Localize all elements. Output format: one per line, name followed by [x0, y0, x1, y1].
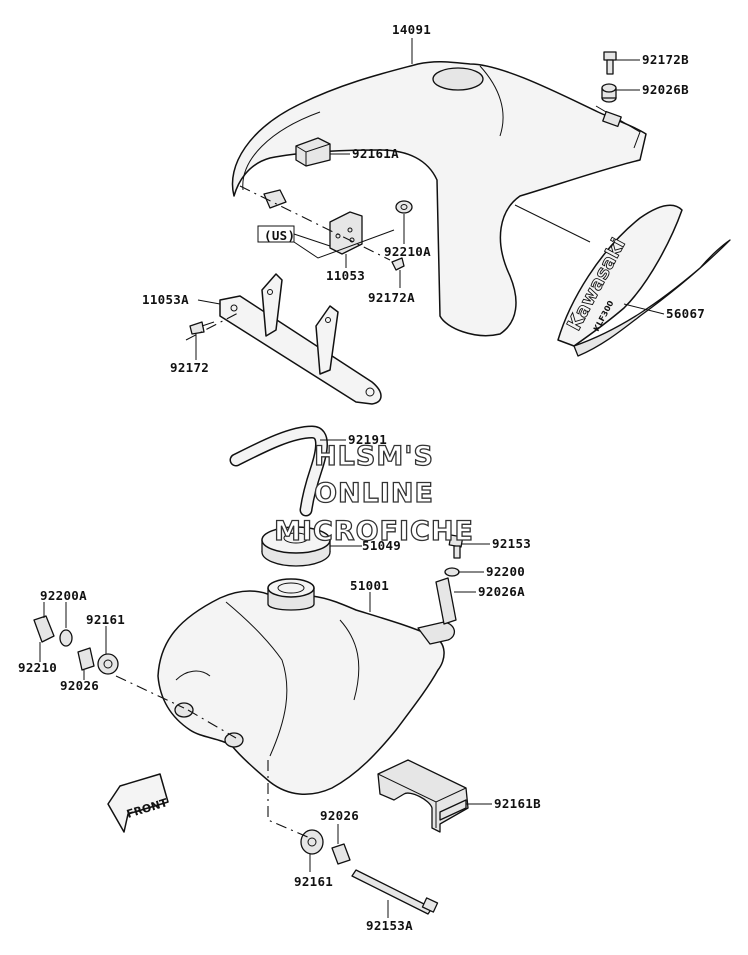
tank-clamp-drawing[interactable]	[377, 759, 469, 833]
lower-hardware[interactable]	[33, 534, 464, 915]
part-label-92161a[interactable]: 92161A	[352, 146, 399, 161]
part-label-56067[interactable]: 56067	[666, 306, 705, 321]
part-label-92026b[interactable]: 92026B	[642, 82, 689, 97]
part-label-92172b[interactable]: 92172B	[642, 52, 689, 67]
part-label-92161-bottom[interactable]: 92161	[294, 874, 333, 889]
part-label-92200[interactable]: 92200	[486, 564, 525, 579]
part-label-92153a[interactable]: 92153A	[366, 918, 413, 933]
watermark-line-1: HLSM'S	[314, 441, 434, 472]
watermark-line-3: MICROFICHE	[274, 516, 474, 547]
vent-hose-drawing[interactable]	[231, 426, 327, 515]
part-label-92026-left[interactable]: 92026	[60, 678, 99, 693]
fuel-tank-drawing[interactable]	[157, 578, 455, 795]
alignment-line	[239, 185, 391, 261]
part-label-51049[interactable]: 51049	[362, 538, 401, 553]
front-arrow: FRONT	[107, 773, 170, 833]
part-labels: 14091 92172B 92026B 92161A 92210A 11053 …	[18, 22, 705, 933]
watermark-line-2: ONLINE	[314, 478, 434, 509]
part-label-92172a[interactable]: 92172A	[368, 290, 415, 305]
part-label-92153[interactable]: 92153	[492, 536, 531, 551]
fuel-cap-drawing[interactable]	[261, 526, 331, 567]
us-bracket-drawing[interactable]	[257, 189, 395, 259]
part-label-92161-left[interactable]: 92161	[86, 612, 125, 627]
upper-hardware[interactable]	[189, 51, 617, 335]
part-label-92026-bottom[interactable]: 92026	[320, 808, 359, 823]
fuel-tank-cover-drawing[interactable]	[231, 60, 647, 337]
part-label-92161b[interactable]: 92161B	[494, 796, 541, 811]
part-label-92200a[interactable]: 92200A	[40, 588, 87, 603]
part-label-92026a[interactable]: 92026A	[478, 584, 525, 599]
group-label-us: (US)	[264, 228, 295, 243]
rear-bracket-drawing[interactable]	[219, 273, 382, 405]
part-label-92210[interactable]: 92210	[18, 660, 57, 675]
part-label-11053[interactable]: 11053	[326, 268, 365, 283]
part-label-92172[interactable]: 92172	[170, 360, 209, 375]
part-label-92191[interactable]: 92191	[348, 432, 387, 447]
alignment-line	[187, 709, 237, 739]
part-label-92210a[interactable]: 92210A	[384, 244, 431, 259]
kawasaki-decal-drawing[interactable]: Kawasaki KLF300	[557, 204, 731, 357]
watermark: HLSM'S ONLINE MICROFICHE	[273, 440, 474, 547]
alignment-line	[185, 311, 241, 341]
part-label-51001[interactable]: 51001	[350, 578, 389, 593]
part-label-11053a[interactable]: 11053A	[142, 292, 189, 307]
alignment-line	[115, 675, 185, 709]
part-label-14091[interactable]: 14091	[392, 22, 431, 37]
leader-lines	[39, 38, 665, 918]
